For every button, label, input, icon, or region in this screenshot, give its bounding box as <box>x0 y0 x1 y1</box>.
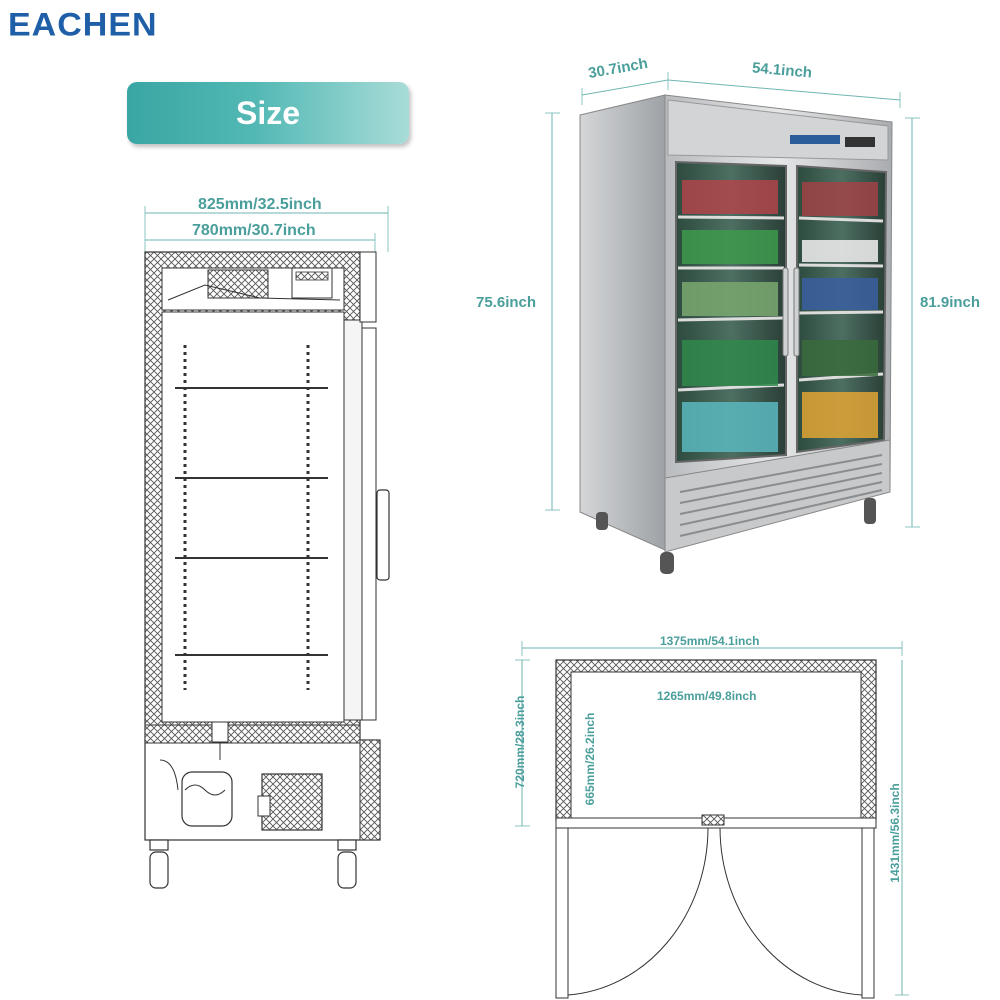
door-handle-right <box>793 267 800 357</box>
top-outer-depth-label: 720mm/28.3inch <box>513 695 527 789</box>
top-inner-width-label: 1265mm/49.8inch <box>657 689 757 703</box>
top-door-open-depth-label: 1431mm/56.3inch <box>888 783 902 883</box>
product-3d-view <box>545 72 920 574</box>
door-handle-side <box>376 489 390 581</box>
compressor <box>181 771 233 827</box>
top-outer-width-label: 1375mm/54.1inch <box>660 634 760 648</box>
top-inner-depth-label: 665mm/26.2inch <box>583 712 597 806</box>
condenser <box>261 773 323 831</box>
size-header-badge: Size <box>127 82 409 144</box>
size-title: Size <box>235 94 301 131</box>
casters-product <box>596 498 876 574</box>
brand-logo: EACHEN <box>8 6 158 44</box>
side-outer-width-label: 825mm/32.5inch <box>198 196 322 213</box>
door-handle-left <box>782 267 789 357</box>
product-total-height-label: 81.9inch <box>920 294 981 311</box>
top-view <box>515 641 909 999</box>
side-section-view <box>144 206 390 889</box>
product-body-height-label: 75.6inch <box>476 294 537 311</box>
casters-side <box>149 839 357 889</box>
side-inner-width-label: 780mm/30.7inch <box>192 222 316 239</box>
